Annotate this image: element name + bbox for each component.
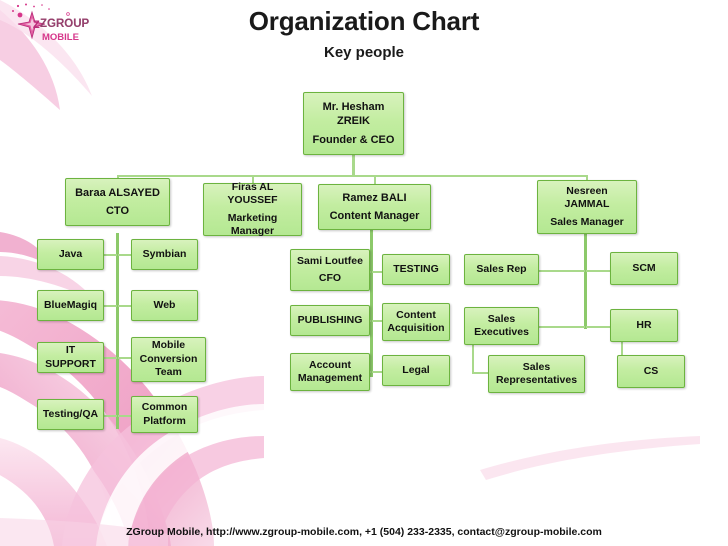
node-salesreps-line2: Representatives <box>495 374 578 386</box>
connector-elbow-salesreps-v <box>472 342 474 373</box>
node-account-line1: Account <box>309 358 351 371</box>
node-content-acquisition[interactable]: Content Acquisition <box>382 303 450 341</box>
connector-stub-itsupport <box>104 357 117 359</box>
connector-stub-web <box>118 305 131 307</box>
connector-stub-common <box>118 415 131 417</box>
node-sales-line3: Sales Manager <box>550 215 624 228</box>
connector-elbow-salesreps-h <box>472 372 488 374</box>
node-salesreps-line1: Sales <box>522 360 551 373</box>
node-bluemagiq[interactable]: BlueMagiq <box>37 290 104 321</box>
connector-stub-legal <box>372 371 383 373</box>
connector-stub-mobileconv <box>118 357 131 359</box>
zgroup-mobile-logo: Z ZGROUP ZGROUP MOBILE <box>4 2 108 54</box>
node-testingqa-label: Testing/QA <box>42 407 99 420</box>
node-cto-line3: CTO <box>105 205 130 217</box>
node-marketing-line2: Marketing <box>227 211 278 224</box>
node-content-manager[interactable]: Ramez BALI Content Manager <box>318 184 431 230</box>
connector-stub-symbian <box>118 254 131 256</box>
node-salesrep-label: Sales Rep <box>476 262 527 275</box>
node-it-support[interactable]: IT SUPPORT <box>37 342 104 373</box>
node-symbian-label: Symbian <box>142 247 187 260</box>
node-web-label: Web <box>153 298 176 311</box>
node-sales-manager[interactable]: Nesreen JAMMAL Sales Manager <box>537 180 637 234</box>
connector-sales-spine <box>584 233 587 329</box>
node-publishing[interactable]: PUBLISHING <box>290 305 370 336</box>
node-hr[interactable]: HR <box>610 309 678 342</box>
node-common-line1: Common <box>141 401 188 414</box>
footer-contact-info: ZGroup Mobile, http://www.zgroup-mobile.… <box>126 526 602 538</box>
node-common-platform[interactable]: Common Platform <box>131 396 198 433</box>
connector-stub-testingqa <box>104 415 117 417</box>
connector-stub-scm <box>586 270 610 272</box>
node-cto-line1: Baraa ALSAYED <box>75 186 160 199</box>
svg-text:Z: Z <box>33 19 40 31</box>
node-cs[interactable]: CS <box>617 355 685 388</box>
node-symbian[interactable]: Symbian <box>131 239 198 270</box>
node-salesexec-line1: Sales <box>487 312 516 325</box>
node-common-line2: Platform <box>143 414 186 427</box>
node-cfo[interactable]: Sami Loutfee CFO <box>290 249 370 291</box>
node-scm[interactable]: SCM <box>610 252 678 285</box>
node-testing-qa[interactable]: Testing/QA <box>37 399 104 430</box>
connector-cto-spine <box>116 233 119 429</box>
node-mobileconv-line2: Conversion <box>139 352 198 365</box>
node-legal[interactable]: Legal <box>382 355 450 386</box>
connector-stub-salesrep <box>539 270 585 272</box>
node-web[interactable]: Web <box>131 290 198 321</box>
logo-text-zgroup: ZGROUP <box>40 18 90 30</box>
connector-drop-marketing <box>252 175 254 184</box>
node-salesexec-line2: Executives <box>474 326 529 338</box>
connector-stub-java <box>104 254 117 256</box>
logo-text-mobile: MOBILE <box>42 32 79 43</box>
node-bluemagiq-label: BlueMagiq <box>43 298 98 311</box>
node-mobileconv-line3: Team <box>155 366 182 379</box>
node-itsupport-label: IT SUPPORT <box>45 344 96 370</box>
node-cto[interactable]: Baraa ALSAYED CTO <box>65 178 170 226</box>
node-ceo-line1: Mr. Hesham <box>322 101 385 114</box>
node-legal-label: Legal <box>402 363 430 376</box>
node-ceo-line3: Founder & CEO <box>312 133 395 146</box>
node-mobileconv-line1: Mobile <box>151 339 186 352</box>
node-account-management[interactable]: Account Management <box>290 353 370 391</box>
connector-drop-sales <box>586 175 588 184</box>
node-cfo-line3: CFO <box>318 272 342 284</box>
node-hr-label: HR <box>636 318 652 331</box>
node-content-line3: Content Manager <box>329 210 420 222</box>
connector-ceo-stem <box>352 155 355 176</box>
node-cfo-line1: Sami Loutfee <box>297 254 363 267</box>
svg-text:ZGROUP: ZGROUP <box>40 18 90 30</box>
node-marketing-line3: Manager <box>230 224 275 237</box>
node-contentacq-line2: Acquisition <box>387 322 445 334</box>
connector-content-spine <box>370 229 373 377</box>
node-ceo[interactable]: Mr. Hesham ZREIK Founder & CEO <box>303 92 404 155</box>
node-account-line2: Management <box>297 372 363 384</box>
connector-stub-salesexec <box>539 326 585 328</box>
node-marketing-line1: Firas AL YOUSSEF <box>227 180 278 207</box>
node-sales-line2: JAMMAL <box>564 198 610 211</box>
node-publishing-label: PUBLISHING <box>297 313 363 326</box>
node-contentacq-line1: Content <box>396 308 436 321</box>
connector-stub-bluemagiq <box>104 305 117 307</box>
node-java[interactable]: Java <box>37 239 104 270</box>
node-scm-label: SCM <box>632 261 656 274</box>
connector-stub-hr <box>586 326 610 328</box>
page-title: Organization Chart <box>248 6 480 36</box>
node-sales-rep[interactable]: Sales Rep <box>464 254 539 285</box>
node-mobile-conversion-team[interactable]: Mobile Conversion Team <box>131 337 206 382</box>
node-marketing-manager[interactable]: Firas AL YOUSSEF Marketing Manager <box>203 180 302 237</box>
connector-level2-bus <box>117 175 587 177</box>
connector-stub-contentacq <box>372 320 383 322</box>
page-subtitle: Key people <box>323 44 405 61</box>
node-sales-line1: Nesreen <box>566 184 608 197</box>
node-cs-label: CS <box>643 364 659 377</box>
node-java-label: Java <box>58 247 83 260</box>
connector-drop-content <box>374 175 376 184</box>
node-testing[interactable]: TESTING <box>382 254 450 285</box>
node-sales-representatives[interactable]: Sales Representatives <box>488 355 585 393</box>
node-ceo-line2: ZREIK <box>337 115 370 128</box>
node-content-line1: Ramez BALI <box>342 191 407 204</box>
node-testing-label: TESTING <box>393 262 439 275</box>
node-sales-executives[interactable]: Sales Executives <box>464 307 539 345</box>
connector-stub-testing <box>372 271 383 273</box>
